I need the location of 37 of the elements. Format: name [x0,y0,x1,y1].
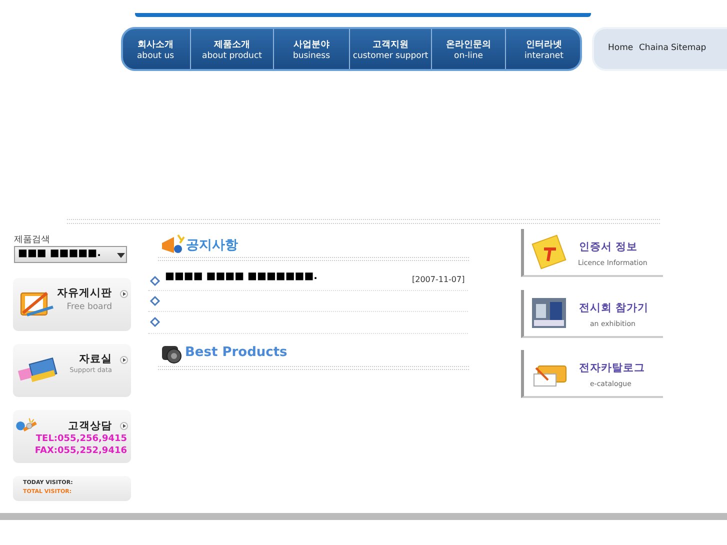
card-subtitle: Free board [66,302,112,312]
menu-subtitle: customer support [352,51,430,61]
menu-subtitle: on-line [453,51,484,61]
search-dropdown [14,246,127,263]
card-title: 전자카탈로그 [579,361,645,375]
quick-links-panel [592,27,727,71]
menu-card [13,344,131,397]
menu-subtitle: business [292,51,332,61]
menu-card [13,410,131,463]
menu-subtitle: about product [201,51,263,61]
menu-card [13,278,131,331]
menu-title: 사업분야 [292,39,330,51]
card-title: 자유게시판 [57,286,112,300]
section-heading: Best Products [185,345,288,360]
menu-title: 회사소개 [136,39,174,51]
notice-date: [2007-11-07] [412,275,465,284]
menu-subtitle: about us [136,51,176,61]
card-title: 인증서 정보 [579,240,638,254]
menu-title: 인터라넷 [525,39,563,51]
menu-title: 제품소개 [213,39,251,51]
card-title: 전시회 참가기 [579,301,649,315]
card-title: 자료실 [79,352,112,366]
quick-link: Chaina [639,43,668,53]
quick-link: Sitemap [671,43,706,53]
card-title: 고객상담 [68,419,112,433]
dropdown-text: ■■■ ■■■■■. [18,248,101,259]
section-heading: 공지사항 [186,237,238,254]
menu-title: 온라인문의 [445,39,492,51]
search-label: 제품검색 [14,234,50,246]
menu-tab [350,29,432,69]
visitor-panel [13,476,131,501]
menu-title: 고객지원 [372,39,410,51]
quick-link: Home [608,43,634,53]
fax-number: FAX:055,252,9416 [34,446,127,456]
notice-link: ■■■■ ■■■■ ■■■■■■■. [165,271,318,282]
menu-subtitle: interanet [524,51,564,61]
phone-number: TEL:055,256,9415 [36,434,127,444]
